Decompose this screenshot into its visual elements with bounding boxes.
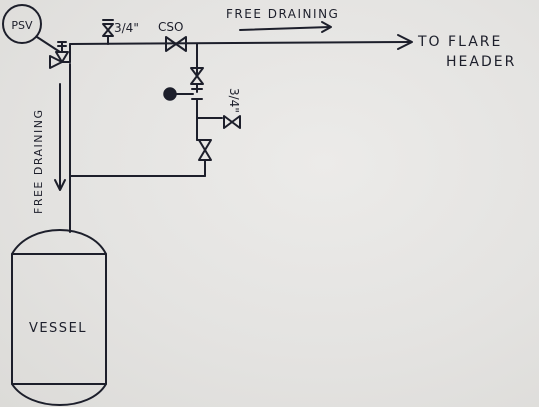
vessel-label: VESSEL bbox=[29, 321, 87, 336]
psv-bubble bbox=[2, 4, 42, 44]
flow-arrow-to-flare bbox=[397, 34, 413, 50]
drain-valve-symbol bbox=[223, 115, 241, 129]
spectacle-blind-symbol bbox=[163, 87, 203, 101]
header-label: HEADER bbox=[446, 54, 516, 70]
free-draining-top-arrowhead bbox=[321, 21, 332, 33]
free-draining-top-label: FREE DRAINING bbox=[226, 7, 339, 21]
vessel-shape bbox=[11, 229, 107, 406]
relief-valve-symbol bbox=[49, 41, 69, 69]
bypass-lower-valve-symbol bbox=[198, 139, 212, 161]
psv-label: PSV bbox=[11, 19, 33, 32]
free-draining-side-label: FREE DRAINING bbox=[32, 108, 45, 214]
free-draining-top-arrow bbox=[239, 26, 331, 31]
drain-valve-size-label: 3/4" bbox=[227, 88, 241, 113]
free-draining-side-arrowhead bbox=[54, 179, 66, 191]
psv-leader-line bbox=[36, 36, 61, 53]
vent-valve-symbol bbox=[102, 19, 114, 45]
cso-label: CSO bbox=[158, 20, 183, 34]
cso-valve-symbol bbox=[165, 36, 187, 52]
vent-valve-size-label: 3/4" bbox=[114, 21, 139, 35]
flare-header-line bbox=[69, 41, 411, 45]
to-flare-label: TO FLARE bbox=[417, 34, 502, 50]
